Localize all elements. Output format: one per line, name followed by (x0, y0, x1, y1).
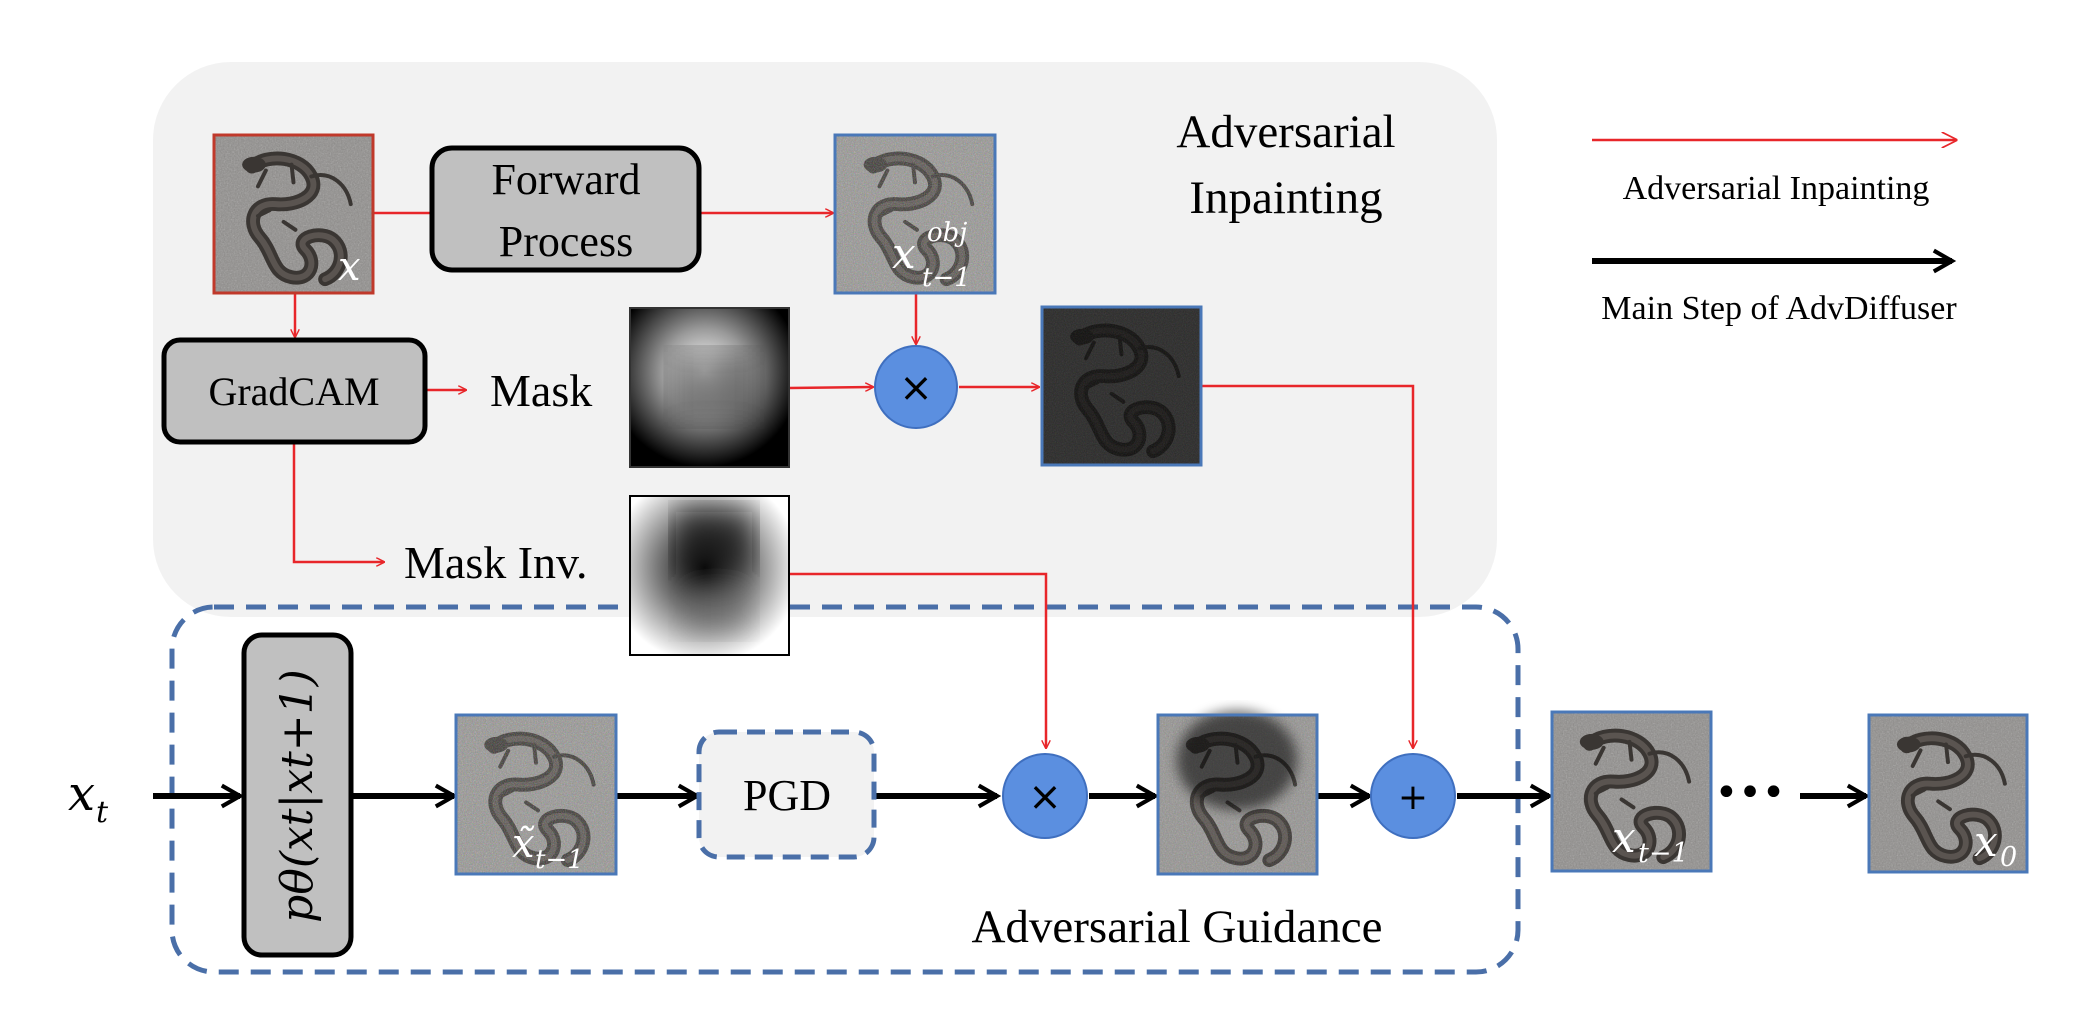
add-symbol: + (1398, 777, 1428, 818)
inpainting-title-1: Adversarial (1176, 106, 1395, 158)
legend-black-label: Main Step of AdvDiffuser (1601, 290, 1957, 327)
forward-process-box: Forward Process (429, 145, 702, 273)
input-xt: x t (68, 766, 109, 830)
add-node: + (1370, 753, 1456, 839)
mask-inv-label: Mask Inv. (404, 537, 588, 588)
gradcam-box: GradCAM (161, 337, 428, 445)
image-xhat: x̃ t−1 (454, 713, 618, 876)
masked-result-image (1040, 305, 1203, 467)
gradcam-label: GradCAM (208, 369, 379, 414)
inpainting-title-2: Inpainting (1189, 172, 1382, 224)
xt-label-sub: t (96, 795, 109, 830)
xhat-label-sub: t−1 (535, 845, 584, 875)
legend: Adversarial Inpainting Main Step of AdvD… (1592, 140, 1957, 327)
pgd-label: PGD (743, 771, 831, 820)
inpainting-connections (294, 213, 1413, 748)
xobj-label-base: x (892, 229, 916, 278)
xobj-label-sub: t−1 (922, 263, 971, 293)
edge-maskinv-to-multiply2 (790, 572, 1046, 748)
guided-image (1156, 710, 1319, 876)
pgd-box: PGD (696, 729, 877, 860)
multiply-symbol-top: × (899, 365, 933, 411)
image-x-obj: x obj t−1 (833, 133, 997, 295)
x0-label-base: x (1974, 817, 1998, 866)
edge-masked-to-add (1201, 384, 1413, 748)
forward-process-label-2: Process (499, 217, 633, 266)
edge-mask-to-multiply (788, 387, 873, 388)
denoiser-box: pθ(xt|xt+1) (241, 632, 354, 958)
mask-label: Mask (490, 365, 592, 416)
legend-red-label: Adversarial Inpainting (1623, 170, 1930, 207)
xhat-label-base: x̃ (512, 821, 535, 867)
ellipsis: ••• (1715, 770, 1786, 816)
denoiser-label: pθ(xt|xt+1) (272, 669, 323, 923)
forward-process-label-1: Forward (491, 155, 640, 204)
multiply-node-bottom: × (1002, 753, 1088, 839)
xt1-label-sub: t−1 (1638, 838, 1689, 869)
xt-label-base: x (68, 766, 95, 822)
mask-inv-image (629, 495, 790, 656)
multiply-symbol-bottom: × (1028, 774, 1062, 820)
input-image-label: x (338, 244, 361, 290)
mask-image (629, 307, 790, 468)
xobj-label-sup: obj (927, 218, 967, 248)
image-x0: x 0 (1867, 713, 2029, 874)
guidance-title: Adversarial Guidance (971, 901, 1382, 953)
image-xt-minus-1: x t−1 (1550, 710, 1713, 873)
adversarial-guidance-region (169, 604, 1521, 975)
edge-gradcam-to-maskinv (292, 443, 384, 562)
xt1-label-base: x (1612, 813, 1636, 862)
multiply-node-top: × (874, 345, 958, 429)
x0-label-sub: 0 (2000, 842, 2017, 873)
